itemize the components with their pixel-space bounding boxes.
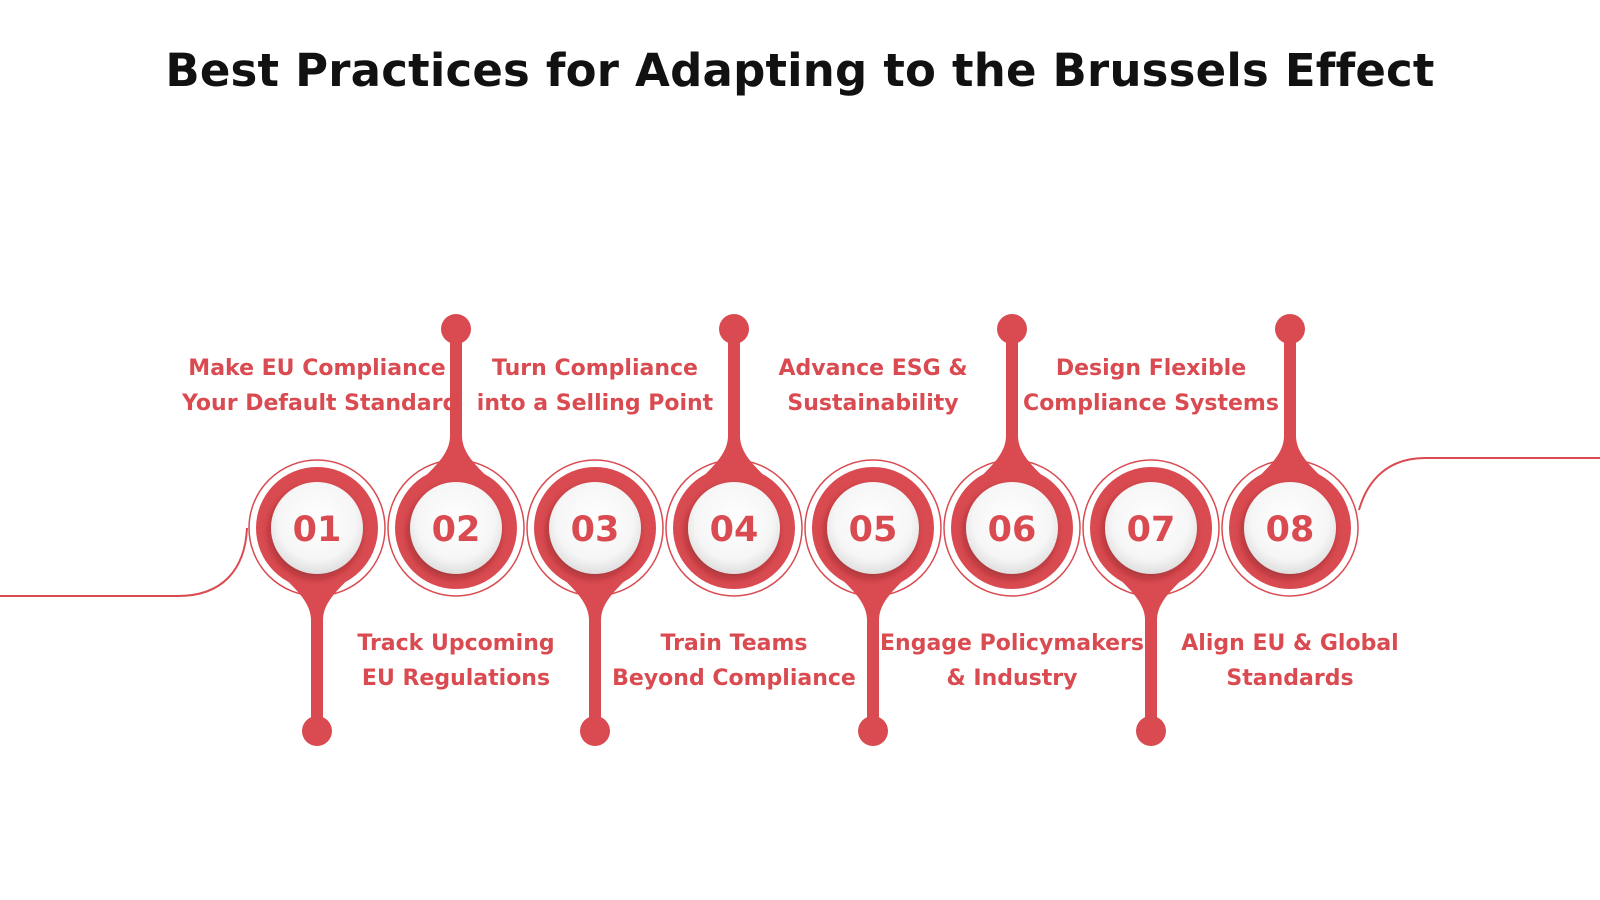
timeline-line-left bbox=[0, 527, 248, 597]
step-label-03: Turn Compliance into a Selling Point bbox=[460, 351, 730, 421]
step-end-dot bbox=[997, 314, 1027, 344]
step-label-line: Design Flexible bbox=[1055, 356, 1247, 381]
step-number: 03 bbox=[571, 510, 620, 550]
step-inner-circle bbox=[827, 482, 919, 574]
step-label-line: Standards bbox=[1226, 666, 1354, 691]
step-04: 04 bbox=[665, 314, 803, 597]
step-number: 01 bbox=[293, 510, 342, 550]
step-number: 07 bbox=[1127, 510, 1176, 550]
step-label-05: Advance ESG & Sustainability bbox=[738, 351, 1008, 421]
step-stem bbox=[1248, 337, 1332, 490]
step-stem bbox=[1109, 566, 1193, 723]
step-label-line: Align EU & Global bbox=[1181, 631, 1399, 656]
step-number: 05 bbox=[849, 510, 898, 550]
step-number: 06 bbox=[988, 510, 1037, 550]
step-inner-circle bbox=[966, 482, 1058, 574]
step-label-line: Train Teams bbox=[660, 631, 808, 656]
step-inner-circle bbox=[1244, 482, 1336, 574]
step-number: 04 bbox=[710, 510, 759, 550]
step-07: 07 bbox=[1082, 459, 1220, 746]
timeline-line-right bbox=[1358, 457, 1600, 511]
step-end-dot bbox=[1275, 314, 1305, 344]
step-label-line: Engage Policymakers bbox=[880, 631, 1144, 656]
step-label-line: Advance ESG & bbox=[778, 356, 968, 381]
step-stem bbox=[275, 566, 359, 723]
step-number: 02 bbox=[432, 510, 481, 550]
step-end-dot bbox=[1136, 716, 1166, 746]
step-label-line: into a Selling Point bbox=[476, 391, 714, 416]
step-stem bbox=[414, 337, 498, 490]
step-inner-circle bbox=[271, 482, 363, 574]
step-label-06: Engage Policymakers & Industry bbox=[877, 626, 1147, 696]
step-end-dot bbox=[580, 716, 610, 746]
step-05: 05 bbox=[804, 459, 942, 746]
step-label-line: Make EU Compliance bbox=[188, 356, 446, 381]
step-end-dot bbox=[719, 314, 749, 344]
step-end-dot bbox=[858, 716, 888, 746]
step-label-line: Compliance Systems bbox=[1023, 391, 1279, 416]
step-01: 01 bbox=[248, 459, 386, 746]
step-label-line: Beyond Compliance bbox=[612, 666, 856, 691]
step-stem bbox=[970, 337, 1054, 490]
step-label-line: Track Upcoming bbox=[357, 631, 555, 656]
step-inner-circle bbox=[688, 482, 780, 574]
step-end-dot bbox=[441, 314, 471, 344]
step-label-02: Track Upcoming EU Regulations bbox=[321, 626, 591, 696]
step-number: 08 bbox=[1266, 510, 1315, 550]
page-title: Best Practices for Adapting to the Bruss… bbox=[165, 44, 1435, 97]
step-stem bbox=[831, 566, 915, 723]
step-02: 02 bbox=[387, 314, 525, 597]
step-06: 06 bbox=[943, 314, 1081, 597]
step-08: 08 bbox=[1221, 314, 1359, 597]
step-label-line: Turn Compliance bbox=[492, 356, 698, 381]
step-end-dot bbox=[302, 716, 332, 746]
step-stem bbox=[553, 566, 637, 723]
step-stem bbox=[692, 337, 776, 490]
step-03: 03 bbox=[526, 459, 664, 746]
step-label-line: Sustainability bbox=[787, 391, 959, 416]
step-label-line: EU Regulations bbox=[361, 666, 551, 691]
step-inner-circle bbox=[1105, 482, 1197, 574]
step-inner-circle bbox=[549, 482, 641, 574]
step-label-line: Your Default Standard bbox=[182, 391, 459, 416]
step-label-line: & Industry bbox=[946, 666, 1078, 691]
step-inner-circle bbox=[410, 482, 502, 574]
